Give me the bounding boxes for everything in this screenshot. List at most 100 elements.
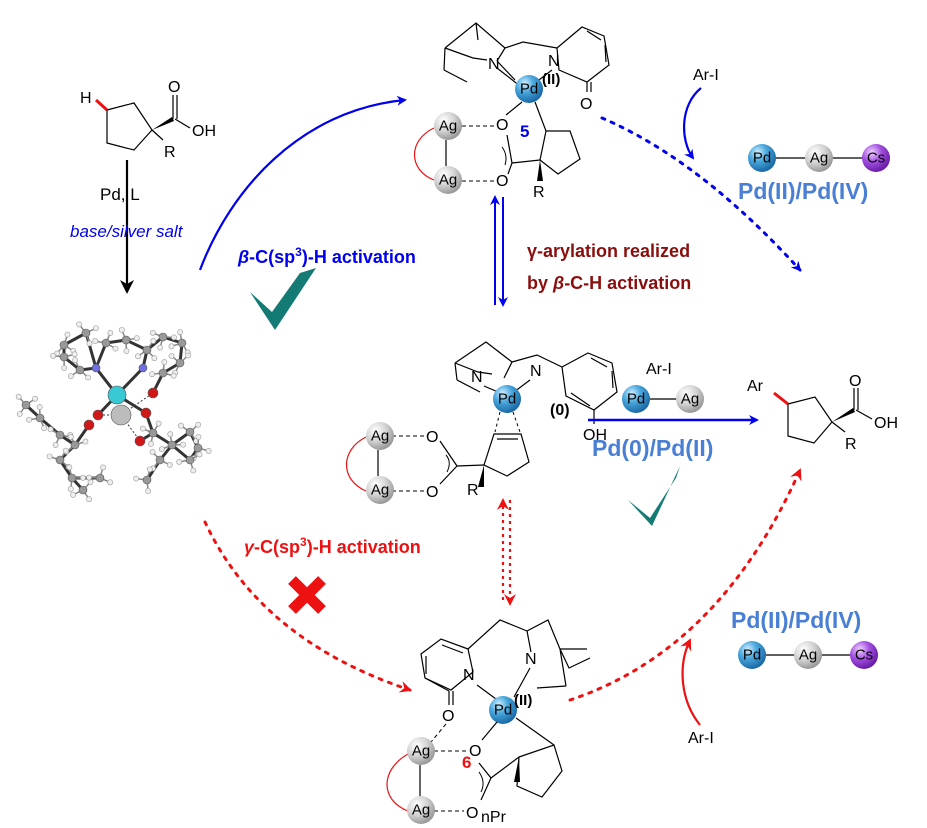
svg-text:OH: OH bbox=[874, 415, 898, 432]
svg-text:(0): (0) bbox=[550, 402, 570, 419]
intermediate-pd0: N N (0) OH Pd R O O Ag Ag bbox=[345, 341, 618, 504]
c-atom bbox=[21, 400, 31, 410]
h-atom bbox=[16, 411, 23, 417]
h-atom bbox=[80, 474, 86, 481]
ag-sphere bbox=[676, 385, 704, 413]
h-atom bbox=[133, 475, 139, 482]
h-atom bbox=[148, 440, 154, 447]
h-atom bbox=[100, 464, 106, 471]
ar-i-label: Ar-I bbox=[646, 361, 672, 378]
h-atom bbox=[107, 479, 114, 486]
pd-atom bbox=[107, 385, 127, 405]
h-atom bbox=[61, 365, 68, 371]
svg-text:Ag: Ag bbox=[371, 428, 389, 445]
cs-sphere bbox=[850, 641, 878, 669]
h-atom bbox=[26, 416, 33, 423]
gamma-activation-arrow bbox=[203, 520, 412, 693]
h-atom bbox=[171, 334, 177, 341]
intermediate-number-6: 6 bbox=[462, 753, 471, 772]
cycle-label-bottom: Pd(II)/Pd(IV) bbox=[731, 607, 861, 633]
svg-text:O: O bbox=[849, 373, 861, 390]
h-atom bbox=[50, 352, 56, 359]
metal-chain-bottom: Pd Ag Cs bbox=[738, 641, 878, 669]
h-atom bbox=[71, 351, 78, 358]
c-atom bbox=[185, 427, 195, 437]
svg-text:R: R bbox=[845, 436, 857, 453]
o-atom: O bbox=[168, 79, 180, 96]
h-atom bbox=[82, 438, 89, 445]
h-atom bbox=[195, 434, 202, 440]
svg-text:Cs: Cs bbox=[867, 150, 885, 167]
ag-sphere bbox=[407, 737, 435, 765]
svg-text:Pd: Pd bbox=[498, 391, 516, 408]
ag-sphere bbox=[794, 641, 822, 669]
h-atom bbox=[185, 352, 191, 359]
h-atom bbox=[149, 371, 155, 378]
c-atom bbox=[142, 345, 152, 355]
c-atom bbox=[148, 428, 158, 438]
h-atom bbox=[167, 431, 174, 438]
svg-text:Pd: Pd bbox=[494, 702, 512, 719]
red-ch-bond bbox=[94, 98, 109, 112]
svg-text:O: O bbox=[466, 805, 478, 822]
c-atom bbox=[55, 455, 65, 465]
red-dotted-arrow-to-product bbox=[568, 468, 802, 702]
ar-i-label: Ar-I bbox=[688, 730, 714, 747]
h-atom bbox=[15, 393, 22, 400]
h-atom bbox=[178, 422, 184, 429]
c-atom bbox=[81, 328, 91, 338]
beta-activation-label: β-C(sp3)-H activation bbox=[237, 245, 416, 267]
h-atom bbox=[46, 453, 53, 460]
svg-text:(II): (II) bbox=[514, 692, 532, 709]
c-atom bbox=[67, 473, 77, 483]
svg-text:Ag: Ag bbox=[810, 150, 828, 167]
cs-sphere bbox=[862, 144, 890, 172]
h-atom bbox=[149, 449, 156, 455]
product-structure: Ar O OH R bbox=[747, 373, 898, 453]
h-atom bbox=[64, 331, 71, 338]
h-atom bbox=[86, 474, 92, 481]
h-atom bbox=[41, 425, 48, 432]
h-atom bbox=[85, 374, 91, 381]
svg-text:O: O bbox=[426, 484, 438, 501]
c-atom bbox=[101, 338, 111, 348]
svg-text:R: R bbox=[467, 482, 479, 499]
svg-text:N: N bbox=[463, 667, 475, 684]
gamma-arylation-label-line2: by β-C-H activation bbox=[527, 273, 691, 293]
r-group: R bbox=[164, 144, 176, 161]
ar-group: Ar bbox=[747, 378, 764, 395]
pd-sphere bbox=[748, 144, 776, 172]
pd-sphere bbox=[493, 385, 521, 413]
intermediate-number-5: 5 bbox=[520, 122, 529, 141]
c-atom bbox=[167, 440, 177, 450]
h-atom bbox=[177, 329, 183, 336]
svg-text:Ag: Ag bbox=[799, 647, 817, 664]
h-atom bbox=[196, 451, 203, 458]
svg-text:O: O bbox=[469, 743, 481, 760]
h-atom bbox=[161, 359, 168, 365]
h-atom bbox=[123, 348, 130, 354]
h-atom bbox=[195, 421, 202, 428]
h-atom bbox=[67, 373, 74, 380]
h-atom bbox=[93, 325, 99, 332]
svg-text:(II): (II) bbox=[542, 71, 560, 88]
metal-chain-middle: Pd Ag bbox=[622, 385, 704, 413]
h-atom bbox=[190, 467, 197, 474]
pd-sphere bbox=[738, 641, 766, 669]
svg-text:Pd: Pd bbox=[520, 81, 538, 98]
svg-text:Ag: Ag bbox=[439, 172, 457, 189]
svg-text:Pd: Pd bbox=[627, 391, 645, 408]
svg-text:O: O bbox=[442, 708, 454, 725]
h-atom bbox=[176, 459, 183, 465]
h-atom bbox=[145, 488, 152, 494]
h-atom bbox=[157, 344, 164, 351]
ag-sphere bbox=[366, 476, 394, 504]
ag-sphere bbox=[366, 422, 394, 450]
metal-chain-top: Pd Ag Cs bbox=[748, 144, 890, 172]
o-atom bbox=[83, 419, 95, 431]
h-atom bbox=[118, 326, 125, 333]
h-atom bbox=[62, 447, 69, 454]
catalyst-label: Pd, L bbox=[100, 185, 140, 204]
n-atom bbox=[138, 363, 148, 373]
svg-text:Pd: Pd bbox=[743, 647, 761, 664]
